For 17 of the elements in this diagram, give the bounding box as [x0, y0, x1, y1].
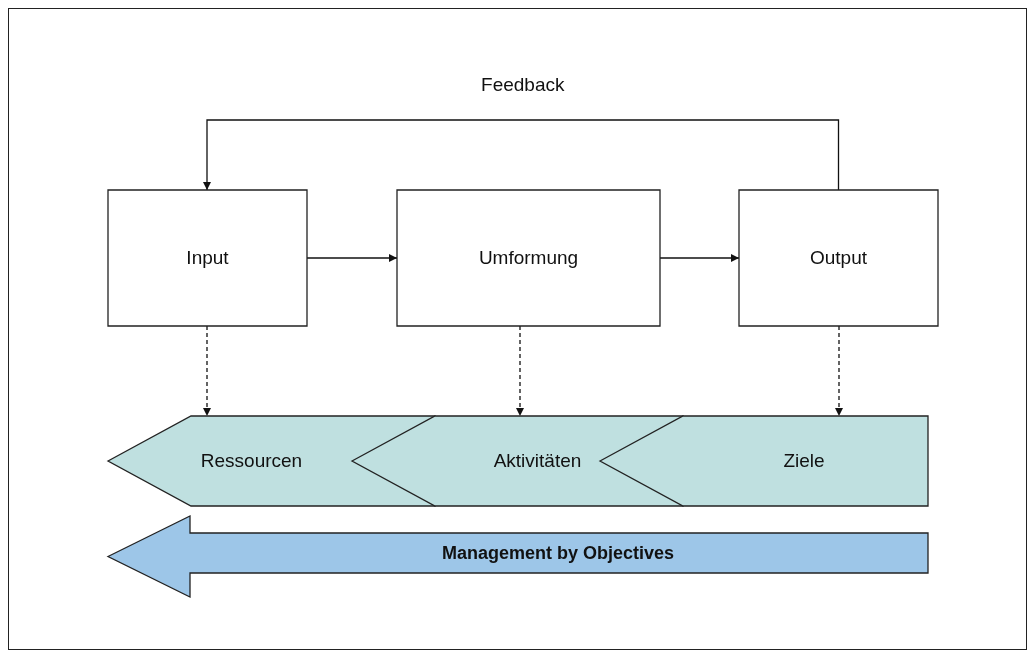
- process-box: [108, 190, 307, 326]
- process-box: [739, 190, 938, 326]
- arrow-shape: [108, 516, 928, 597]
- node-label: Umformung: [478, 247, 579, 269]
- node-label: Input: [186, 247, 229, 269]
- node-label: Management by Objectives: [441, 543, 675, 564]
- node-label: Aktivitäten: [493, 450, 582, 472]
- dashed-arrow: [516, 325, 524, 417]
- chevron-shape: [600, 416, 928, 506]
- process-box: [397, 190, 660, 326]
- arrow: [203, 119, 840, 191]
- node-label: Ressourcen: [200, 450, 303, 472]
- dashed-arrow: [203, 325, 211, 417]
- node-label: Output: [809, 247, 867, 269]
- edge-label: Feedback: [481, 74, 565, 96]
- dashed-arrow: [835, 325, 843, 417]
- node-label: Ziele: [783, 450, 825, 472]
